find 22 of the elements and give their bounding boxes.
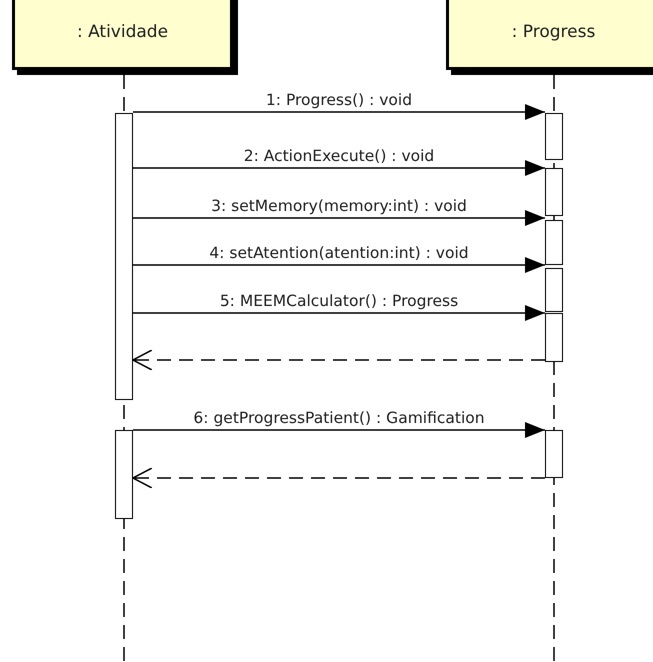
- activation-bar: [545, 220, 563, 265]
- message-label: 1: Progress() : void: [264, 91, 414, 109]
- message-label: 6: getProgressPatient() : Gamification: [192, 409, 486, 427]
- activation-bar: [545, 430, 563, 478]
- message-arrow: [133, 422, 545, 438]
- activation-bar: [545, 313, 563, 362]
- activation-bar: [545, 168, 563, 216]
- return-arrow: [132, 349, 545, 371]
- message-arrow: [133, 257, 545, 273]
- activation-bar: [545, 268, 563, 312]
- return-arrow: [132, 467, 545, 489]
- message-arrow: [133, 210, 545, 226]
- message-label: 4: setAtention(atention:int) : void: [208, 244, 470, 262]
- message-label: 3: setMemory(memory:int) : void: [210, 197, 468, 215]
- message-arrow: [133, 160, 545, 176]
- message-label: 5: MEEMCalculator() : Progress: [218, 292, 460, 310]
- message-label: 2: ActionExecute() : void: [242, 147, 436, 165]
- activation-bar: [115, 430, 133, 519]
- message-arrow: [133, 305, 545, 321]
- message-arrow: [133, 104, 545, 120]
- activation-bar: [545, 113, 563, 160]
- activation-bar: [115, 113, 133, 400]
